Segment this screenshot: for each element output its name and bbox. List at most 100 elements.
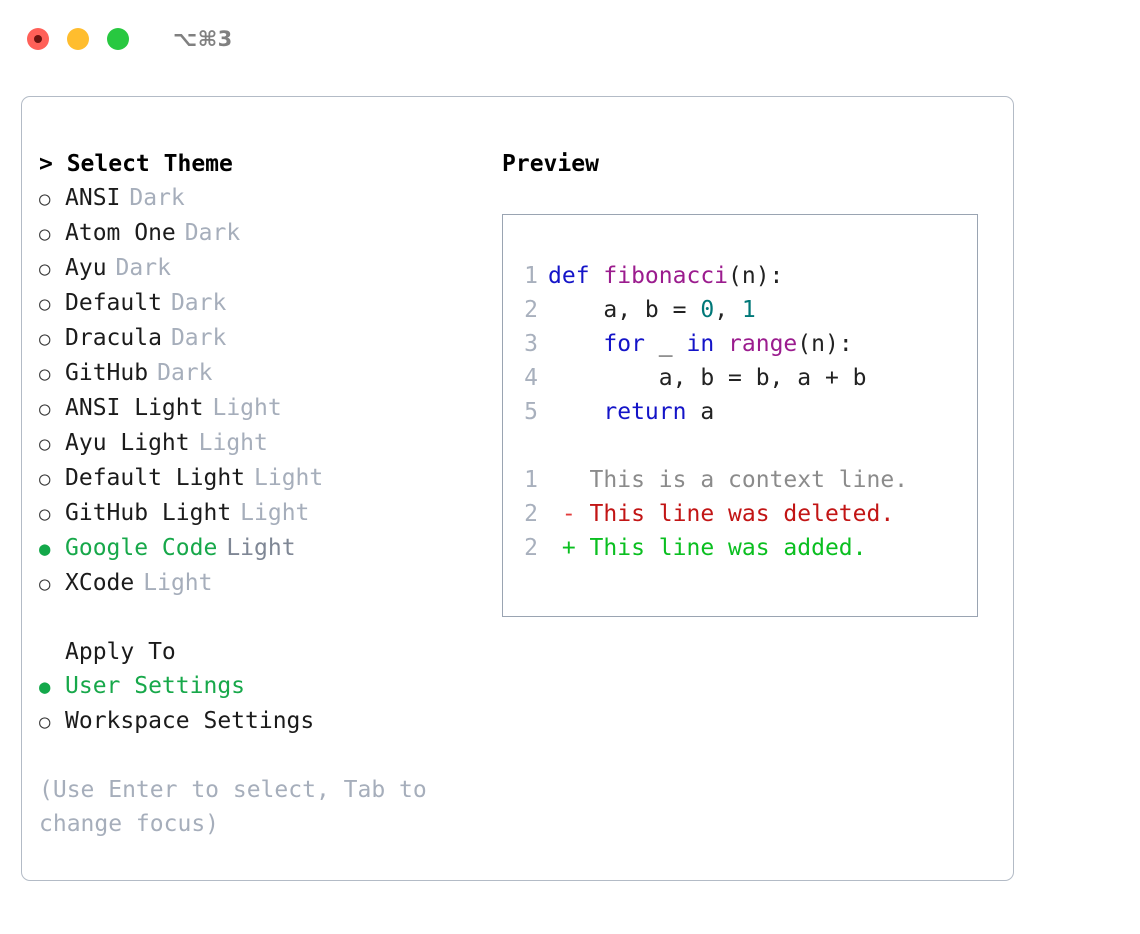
code-token: def [548,263,604,289]
theme-option-variant: Light [254,465,324,491]
code-token: This line was deleted. [589,501,895,527]
code-token: a, b = b, a + b [548,365,867,391]
code-token: (n): [797,331,853,357]
line-number: 1 [524,467,538,493]
radio-unselected-icon: ○ [39,433,51,455]
apply-to-option-label: User Settings [65,673,246,699]
theme-option-variant: Light [226,535,296,561]
code-token: + [548,535,590,561]
theme-option-default[interactable]: ○ Default Dark [39,286,489,321]
radio-unselected-icon: ○ [39,468,51,490]
theme-option-ayu-light[interactable]: ○ Ayu Light Light [39,426,489,461]
theme-option-variant: Dark [129,185,185,211]
theme-option-variant: Light [198,430,268,456]
minimize-button[interactable] [67,28,89,50]
title-bar: ⌥⌘3 [0,0,1140,78]
code-token: fibonacci [603,263,729,289]
section-spacer [39,601,489,635]
apply-to-title: Apply To [65,639,176,665]
radio-unselected-icon: ○ [39,398,51,420]
code-token: This is a context line. [548,467,909,493]
theme-option-label: ANSI [65,185,121,211]
radio-unselected-icon: ○ [39,573,51,595]
apply-to-option-label: Workspace Settings [65,708,315,734]
apply-to-option-user-settings[interactable]: ● User Settings [39,669,489,704]
line-number: 3 [524,331,538,357]
radio-unselected-icon: ○ [39,363,51,385]
apply-to-option-workspace-settings[interactable]: ○ Workspace Settings [39,704,489,739]
diff-line: 2 + This line was added. [514,531,977,565]
code-line: 4 a, b = b, a + b [514,361,977,395]
code-line: 3 for _ in range(n): [514,327,977,361]
radio-selected-icon: ● [39,676,51,698]
code-line: 2 a, b = 0, 1 [514,293,977,327]
theme-option-label: GitHub [65,360,149,386]
theme-option-ansi[interactable]: ○ ANSI Dark [39,181,489,216]
theme-option-label: Google Code [65,535,218,561]
window-controls [27,28,129,50]
theme-option-label: Ayu [65,255,107,281]
select-theme-header: > Select Theme [39,151,233,177]
theme-option-variant: Dark [157,360,213,386]
radio-unselected-icon: ○ [39,293,51,315]
code-blank-line [514,429,977,463]
line-number: 2 [524,297,538,323]
theme-option-variant: Light [240,500,310,526]
theme-option-github-light[interactable]: ○ GitHub Light Light [39,496,489,531]
theme-option-label: XCode [65,570,135,596]
maximize-button[interactable] [107,28,129,50]
code-token: in [686,331,729,357]
code-token: for [548,331,659,357]
radio-selected-icon: ● [39,538,51,560]
code-token: 1 [741,297,756,323]
radio-unselected-icon: ○ [39,503,51,525]
close-button[interactable] [27,28,49,50]
code-token: , [714,297,742,323]
theme-option-default-light[interactable]: ○ Default Light Light [39,461,489,496]
theme-option-label: Atom One [65,220,176,246]
diff-sample: 1 This is a context line.2 - This line w… [514,463,977,565]
theme-option-google-code[interactable]: ● Google Code Light [39,531,489,566]
theme-option-xcode[interactable]: ○ XCode Light [39,566,489,601]
theme-option-label: Default Light [65,465,246,491]
code-token: a [700,399,715,425]
theme-option-github[interactable]: ○ GitHub Dark [39,356,489,391]
theme-option-variant: Dark [184,220,241,246]
code-line: 5 return a [514,395,977,429]
line-number: 2 [524,501,538,527]
code-token: This line was added. [589,535,867,561]
theme-option-label: GitHub Light [65,500,232,526]
line-number: 1 [524,263,538,289]
theme-option-variant: Dark [170,325,227,351]
code-token: return [548,399,701,425]
theme-option-variant: Dark [170,290,227,316]
line-number: 5 [524,399,538,425]
diff-line: 1 This is a context line. [514,463,977,497]
theme-option-atom-one[interactable]: ○ Atom One Dark [39,216,489,251]
line-number: 2 [524,535,538,561]
code-token: _ [658,331,687,357]
code-token: range [728,331,798,357]
theme-option-variant: Dark [115,255,171,281]
radio-unselected-icon: ○ [39,188,51,210]
theme-option-variant: Light [143,570,213,596]
theme-option-label: Ayu Light [65,430,190,456]
code-token: 0 [700,297,715,323]
line-number: 4 [524,365,538,391]
code-token: (n): [728,263,784,289]
theme-option-label: Default [65,290,162,316]
radio-unselected-icon: ○ [39,328,51,350]
theme-option-variant: Light [212,395,282,421]
keyboard-shortcut-label: ⌥⌘3 [173,27,233,51]
radio-unselected-icon: ○ [39,223,51,245]
radio-unselected-icon: ○ [39,711,51,733]
